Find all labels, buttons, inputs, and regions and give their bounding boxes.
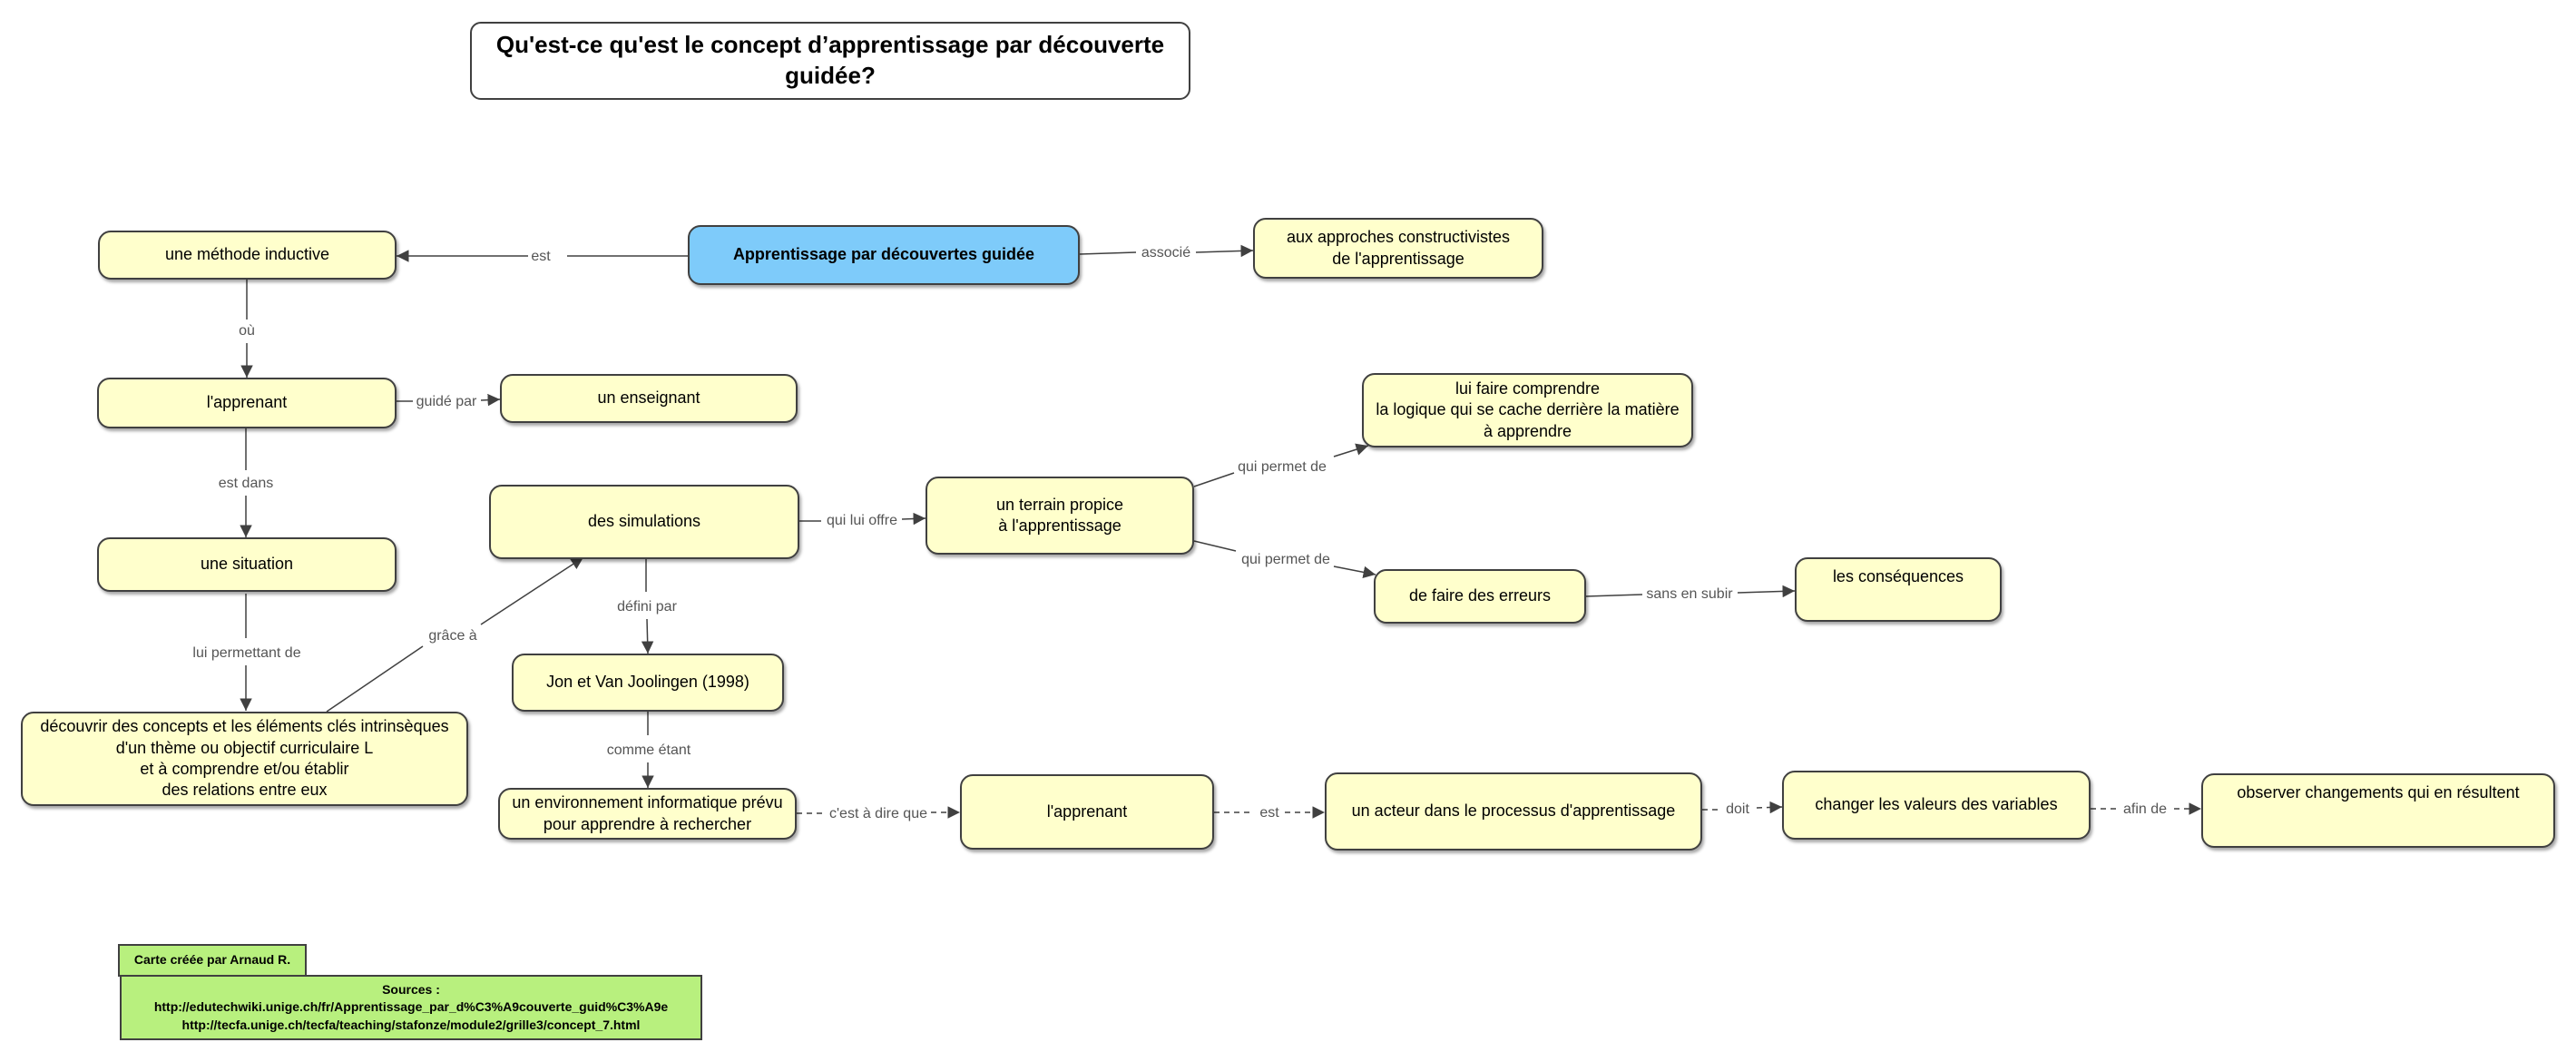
concept-approches-constructivistes[interactable]: aux approches constructivistes de l'appr…: [1253, 218, 1543, 279]
concept-faire-des-erreurs[interactable]: de faire des erreurs: [1374, 569, 1586, 624]
map-title: Qu'est-ce qu'est le concept d’apprentiss…: [470, 22, 1190, 100]
link-label-associe: associé: [1141, 245, 1190, 261]
concept-decouvrir-concepts[interactable]: découvrir des concepts et les éléments c…: [21, 712, 468, 806]
concept-acteur-processus[interactable]: un acteur dans le processus d'apprentiss…: [1325, 772, 1702, 851]
link-label-defini-par: défini par: [617, 599, 677, 615]
concept-apprenant-2[interactable]: l'apprenant: [960, 774, 1214, 850]
concept-lui-faire-comprendre[interactable]: lui faire comprendre la logique qui se c…: [1362, 373, 1693, 447]
concept-apprenant[interactable]: l'apprenant: [97, 378, 397, 428]
link-doit-line-2: [1756, 801, 1783, 814]
concept-apprentissage-decouvertes-guidee[interactable]: Apprentissage par découvertes guidée: [688, 225, 1080, 285]
link-grace-a-line: [326, 645, 424, 713]
link-associe-line: [1079, 251, 1137, 255]
concept-environnement-informatique[interactable]: un environnement informatique prévu pour…: [498, 788, 797, 840]
link-guide-par-line-2: [480, 393, 501, 407]
link-grace-a-line-2: [480, 556, 584, 625]
concept-terrain-propice[interactable]: un terrain propice à l'apprentissage: [926, 477, 1194, 555]
link-qui-permet-1-line-2: [1333, 443, 1369, 457]
link-sans-en-subir-line: [1585, 594, 1643, 597]
link-label-est-dans: est dans: [219, 476, 273, 491]
link-label-lui-permettant-de: lui permettant de: [192, 645, 300, 661]
link-label-est: est: [531, 249, 551, 264]
link-qui-permet-2-line-2: [1333, 565, 1376, 579]
link-label-qui-permet-de-2: qui permet de: [1241, 552, 1330, 567]
link-label-sans-en-subir: sans en subir: [1646, 586, 1733, 602]
concept-changer-valeurs[interactable]: changer les valeurs des variables: [1782, 771, 2091, 840]
link-label-cest-a-dire-que: c'est à dire que: [829, 806, 927, 821]
link-label-grace-a: grâce à: [428, 628, 476, 644]
concept-situation[interactable]: une situation: [97, 537, 397, 592]
concept-les-consequences[interactable]: les conséquences: [1795, 557, 2002, 622]
concept-jon-van-joolingen[interactable]: Jon et Van Joolingen (1998): [512, 654, 784, 712]
concept-observer-changements[interactable]: observer changements qui en résultent: [2201, 773, 2555, 848]
link-label-est-2: est: [1259, 805, 1279, 821]
link-label-guide-par: guidé par: [416, 394, 477, 409]
link-qui-permet-1-line: [1193, 472, 1235, 487]
link-label-qui-permet-de-1: qui permet de: [1238, 459, 1327, 475]
link-label-qui-lui-offre: qui lui offre: [827, 513, 897, 528]
concept-enseignant[interactable]: un enseignant: [500, 374, 798, 423]
link-defini-par-line-2: [641, 618, 654, 654]
link-associe-line-2: [1195, 244, 1254, 258]
author-note: Carte créée par Arnaud R.: [118, 944, 307, 977]
link-label-ou: où: [239, 323, 255, 339]
concept-methode-inductive[interactable]: une méthode inductive: [98, 231, 397, 280]
link-label-comme-etant: comme étant: [607, 742, 691, 758]
sources-note: Sources : http://edutechwiki.unige.ch/fr…: [120, 975, 702, 1040]
concept-simulations[interactable]: des simulations: [489, 485, 799, 559]
link-qui-lui-offre-line-2: [901, 512, 926, 526]
link-sans-en-subir-line-2: [1737, 585, 1796, 598]
link-label-doit: doit: [1726, 801, 1749, 817]
link-label-afin-de: afin de: [2123, 801, 2167, 817]
link-qui-permet-2-line: [1193, 540, 1237, 552]
